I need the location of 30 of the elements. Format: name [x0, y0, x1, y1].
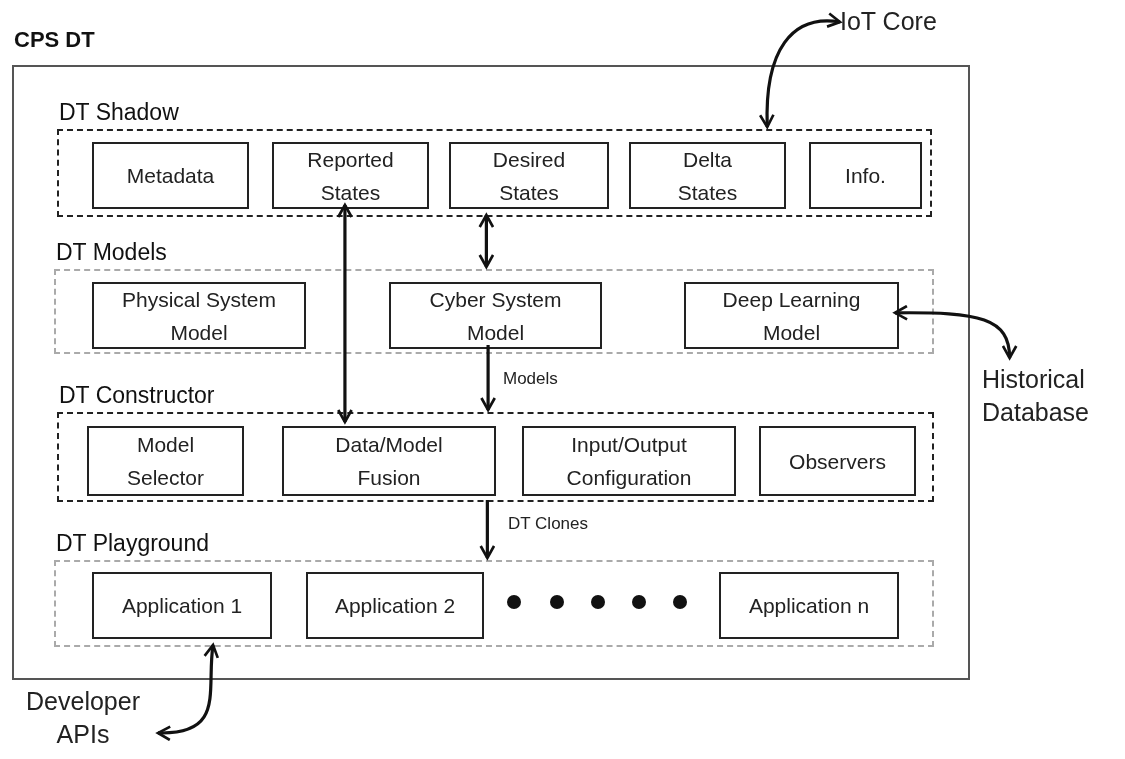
component-box: Physical System Model [92, 282, 306, 349]
component-box: Data/Model Fusion [282, 426, 496, 496]
group-heading: CPS DT [14, 26, 95, 54]
external-label: IoT Core [840, 4, 970, 38]
group-heading: DT Shadow [59, 98, 179, 127]
arrow [156, 643, 220, 741]
arrow [893, 304, 1017, 360]
arrow [759, 12, 842, 129]
arrow [336, 203, 353, 424]
component-box: Input/Output Configuration [522, 426, 736, 496]
component-box: Application 2 [306, 572, 484, 639]
component-box: Model Selector [87, 426, 244, 496]
component-box: Delta States [629, 142, 786, 209]
component-box: Info. [809, 142, 922, 209]
component-box: Application n [719, 572, 899, 639]
group-heading: DT Constructor [59, 381, 215, 410]
arrow [480, 345, 497, 412]
arrow [479, 500, 496, 560]
external-label: Developer APIs [8, 684, 158, 752]
component-box: Deep Learning Model [684, 282, 899, 349]
external-label: Historical Database [982, 358, 1120, 434]
group-heading: DT Models [56, 238, 167, 267]
component-box: Application 1 [92, 572, 272, 639]
component-box: Metadata [92, 142, 249, 209]
group-heading: DT Playground [56, 529, 209, 558]
component-box: Desired States [449, 142, 609, 209]
arrow [478, 213, 495, 269]
component-box: Reported States [272, 142, 429, 209]
component-box: Observers [759, 426, 916, 496]
component-box: Cyber System Model [389, 282, 602, 349]
